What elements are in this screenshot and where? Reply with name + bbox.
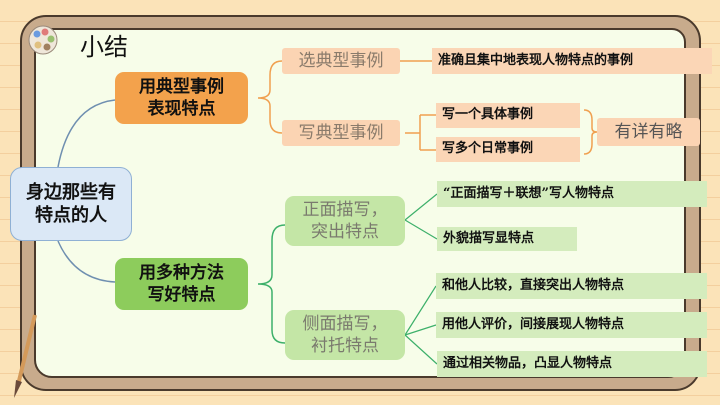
paintbrush-icon — [14, 314, 37, 398]
node-indirect-description: 侧面描写， 衬托特点 — [285, 310, 405, 360]
summary-node: 有详有略 — [597, 118, 700, 146]
branch-multiple-methods: 用多种方法 写好特点 — [115, 258, 248, 310]
branch-typical-examples: 用典型事例 表现特点 — [115, 72, 248, 124]
palette-icon — [28, 25, 58, 55]
node-choose-examples: 选典型事例 — [282, 48, 400, 74]
branch-label: 用多种方法 写好特点 — [139, 262, 224, 305]
node-direct-description: 正面描写， 突出特点 — [285, 196, 405, 246]
leaf: 和他人比较，直接突出人物特点 — [436, 273, 707, 299]
leaf: 写一个具体事例 — [436, 103, 580, 128]
branch-label: 用典型事例 表现特点 — [139, 76, 224, 119]
root-node: 身边那些有 特点的人 — [10, 167, 132, 241]
node-write-examples: 写典型事例 — [282, 120, 400, 146]
node-label: 正面描写， 突出特点 — [302, 199, 388, 242]
root-label: 身边那些有 特点的人 — [26, 181, 116, 226]
leaf: 用他人评价，间接展现人物特点 — [436, 312, 707, 338]
leaf: “正面描写＋联想”写人物特点 — [437, 181, 707, 207]
node-label: 侧面描写， 衬托特点 — [302, 313, 388, 356]
leaf: 通过相关物品，凸显人物特点 — [437, 351, 707, 377]
leaf: 写多个日常事例 — [436, 137, 580, 162]
leaf: 外貌描写显特点 — [437, 227, 577, 251]
leaf: 准确且集中地表现人物特点的事例 — [432, 48, 712, 74]
page-title: 小结 — [80, 33, 128, 61]
